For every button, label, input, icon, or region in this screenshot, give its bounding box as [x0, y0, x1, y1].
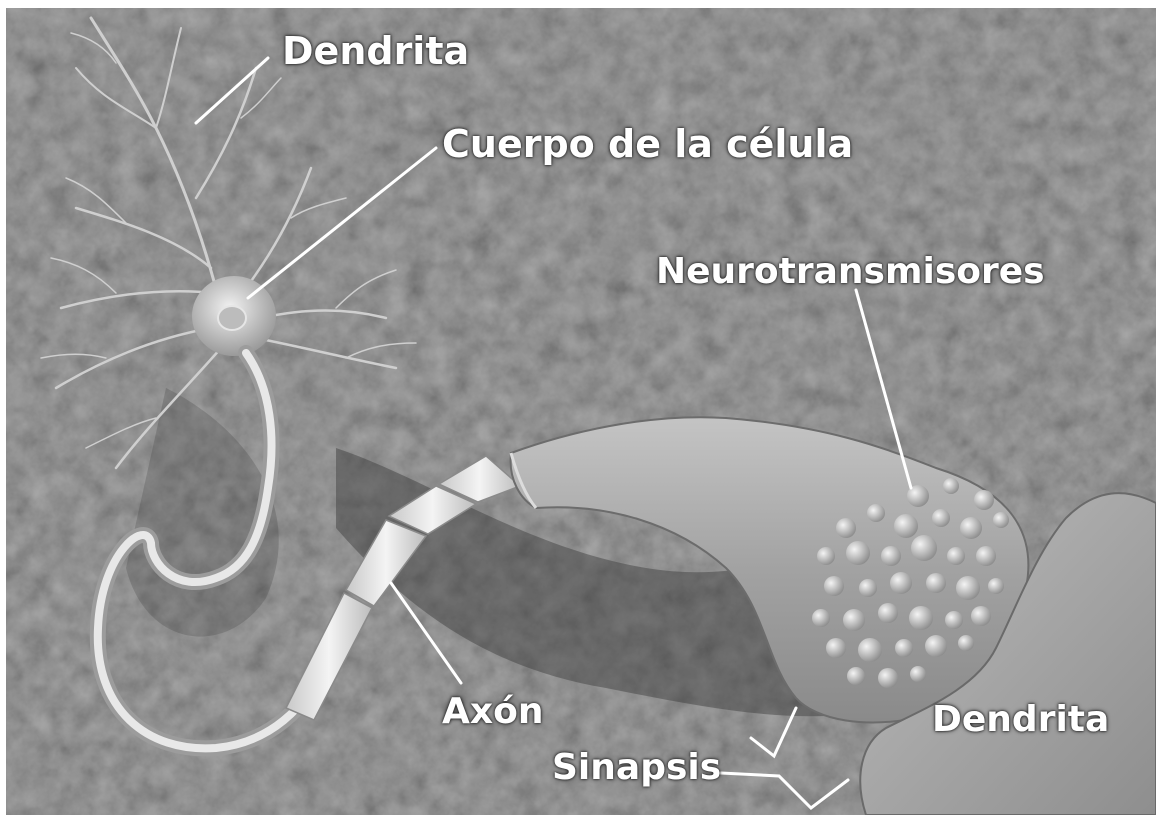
label-axon: Axón [442, 694, 543, 730]
label-dendrite-top: Dendrita [282, 32, 469, 70]
label-neurotransmitters: Neurotransmisores [656, 254, 1045, 290]
label-cell-body: Cuerpo de la célula [442, 125, 853, 163]
neuron-diagram: Dendrita Cuerpo de la célula Neurotransm… [6, 8, 1156, 815]
cell-body [192, 276, 276, 356]
label-dendrite-bottom: Dendrita [932, 702, 1109, 738]
label-synapse: Sinapsis [552, 750, 721, 786]
